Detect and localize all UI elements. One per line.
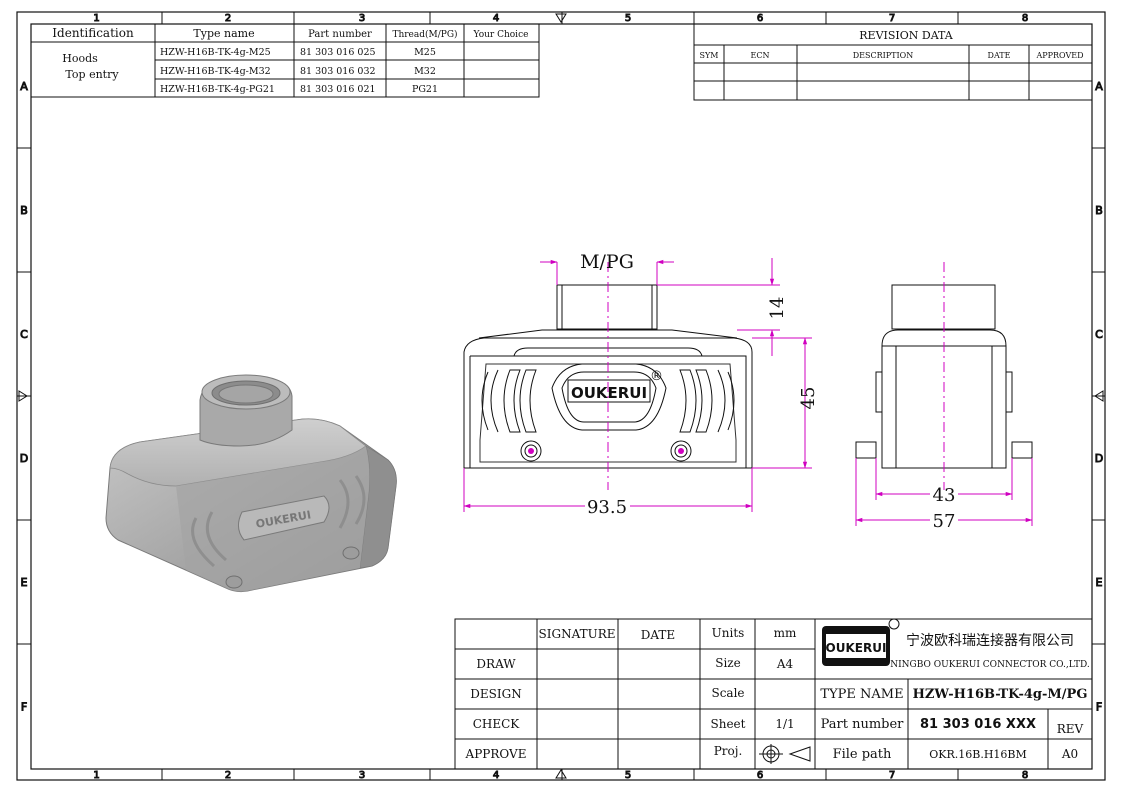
border-column-label: 1: [93, 770, 99, 781]
file-path-value: OKR.16B.H16BM: [929, 748, 1027, 761]
type-name-value: HZW-H16B-TK-4g-M/PG: [913, 687, 1088, 702]
revision-header-description: DESCRIPTION: [853, 51, 913, 60]
dim-width-inner: 43: [933, 485, 956, 506]
size-label: Size: [715, 656, 740, 670]
dim-width-front: 93.5: [587, 497, 627, 518]
border-row-label: F: [1096, 701, 1102, 714]
table-row-thread: M25: [414, 47, 436, 58]
title-block: [454, 618, 1093, 770]
units-value: mm: [774, 626, 797, 640]
border-column-label: 3: [359, 13, 365, 24]
row-design: DESIGN: [470, 687, 521, 701]
border-row-label: D: [20, 452, 28, 465]
table-row-type: HZW-H16B-TK-4g-M25: [160, 47, 271, 58]
table-row-part: 81 303 016 032: [300, 66, 376, 77]
header-identification: Identification: [52, 26, 134, 40]
file-path-label: File path: [833, 747, 892, 762]
projection-symbol-icon: [759, 744, 811, 764]
border-column-label: 8: [1022, 13, 1028, 24]
border-column-label: 4: [493, 770, 499, 781]
centering-arrow-icon: [1094, 390, 1104, 402]
border-column-label: 2: [225, 770, 231, 781]
border-row-label: E: [21, 576, 28, 589]
company-logo-text: OUKERUI: [826, 641, 887, 655]
sheet-value: 1/1: [775, 717, 794, 731]
header-part-number: Part number: [308, 29, 372, 40]
border-row-label: A: [20, 80, 28, 93]
signature-header: SIGNATURE: [539, 627, 616, 641]
header-type-name: Type name: [193, 27, 254, 40]
revision-header-ecn: ECN: [751, 51, 770, 60]
border-row-label: E: [1096, 576, 1103, 589]
scale-label: Scale: [711, 686, 744, 700]
size-value: A4: [776, 657, 794, 671]
border-row-label: D: [1095, 452, 1103, 465]
part-number-value: 81 303 016 XXX: [920, 717, 1036, 732]
dim-height-body: 45: [798, 387, 819, 410]
border-row-label: A: [1095, 80, 1103, 93]
border-row-label: C: [20, 328, 28, 341]
table-row-type: HZW-H16B-TK-4g-M32: [160, 66, 271, 77]
border-column-label: 5: [625, 770, 631, 781]
front-view: [463, 284, 753, 469]
part-number-label: Part number: [821, 717, 905, 732]
table-row-type: HZW-H16B-TK-4g-PG21: [160, 84, 275, 95]
border-column-label: 3: [359, 770, 365, 781]
identification-line-2: Top entry: [65, 68, 119, 81]
company-name-cn: 宁波欧科瑞连接器有限公司: [906, 632, 1074, 649]
dimension-lines: [463, 258, 1033, 526]
border-row-label: B: [1095, 204, 1103, 217]
dim-width-side: 57: [933, 511, 956, 532]
center-lines: [607, 262, 945, 490]
variants-table: [30, 23, 540, 98]
type-name-label: TYPE NAME: [820, 687, 903, 702]
border-row-label: F: [21, 701, 27, 714]
table-row-part: 81 303 016 025: [300, 47, 376, 58]
centering-arrow-icon: [18, 390, 28, 402]
centering-arrow-icon: [555, 769, 567, 779]
table-row-thread: M32: [414, 66, 436, 77]
row-draw: DRAW: [476, 657, 516, 671]
revision-header-date: DATE: [988, 51, 1011, 60]
border-column-label: 2: [225, 13, 231, 24]
company-name-en: NINGBO OUKERUI CONNECTOR CO.,LTD.: [890, 660, 1090, 670]
table-row-part: 81 303 016 021: [300, 84, 376, 95]
border-column-label: 7: [889, 13, 895, 24]
dim-thread-label: M/PG: [580, 251, 634, 273]
front-logo-text: OUKERUI: [571, 384, 647, 402]
border-column-label: 6: [757, 770, 763, 781]
dim-height-top: 14: [767, 297, 788, 320]
units-label: Units: [712, 626, 745, 640]
row-check: CHECK: [473, 717, 521, 731]
border-column-label: 6: [757, 13, 763, 24]
date-header: DATE: [641, 628, 675, 642]
border-row-label: C: [1095, 328, 1103, 341]
rev-label: REV: [1057, 722, 1084, 736]
proj-label: Proj.: [714, 744, 743, 758]
row-approve: APPROVE: [465, 747, 527, 761]
header-thread: Thread(M/PG): [392, 29, 457, 40]
header-your-choice: Your Choice: [473, 30, 529, 40]
hood-3d-render: OUKERUI: [105, 374, 397, 593]
rev-value: A0: [1061, 747, 1078, 761]
revision-header-sym: SYM: [700, 51, 719, 60]
revision-header-approved: APPROVED: [1035, 51, 1083, 60]
registered-mark: ®: [650, 369, 663, 384]
centering-arrow-icon: [555, 13, 567, 23]
border-column-label: 7: [889, 770, 895, 781]
identification-line-1: Hoods: [62, 52, 98, 65]
table-row-thread: PG21: [412, 84, 438, 95]
border-column-label: 1: [93, 13, 99, 24]
border-column-label: 8: [1022, 770, 1028, 781]
sheet-label: Sheet: [711, 717, 746, 731]
border-column-label: 5: [625, 13, 631, 24]
border-row-label: B: [20, 204, 28, 217]
revision-title: REVISION DATA: [859, 29, 954, 42]
border-column-label: 4: [493, 13, 499, 24]
revision-table: [693, 23, 1093, 101]
company-logo: OUKERUI: [822, 618, 900, 666]
